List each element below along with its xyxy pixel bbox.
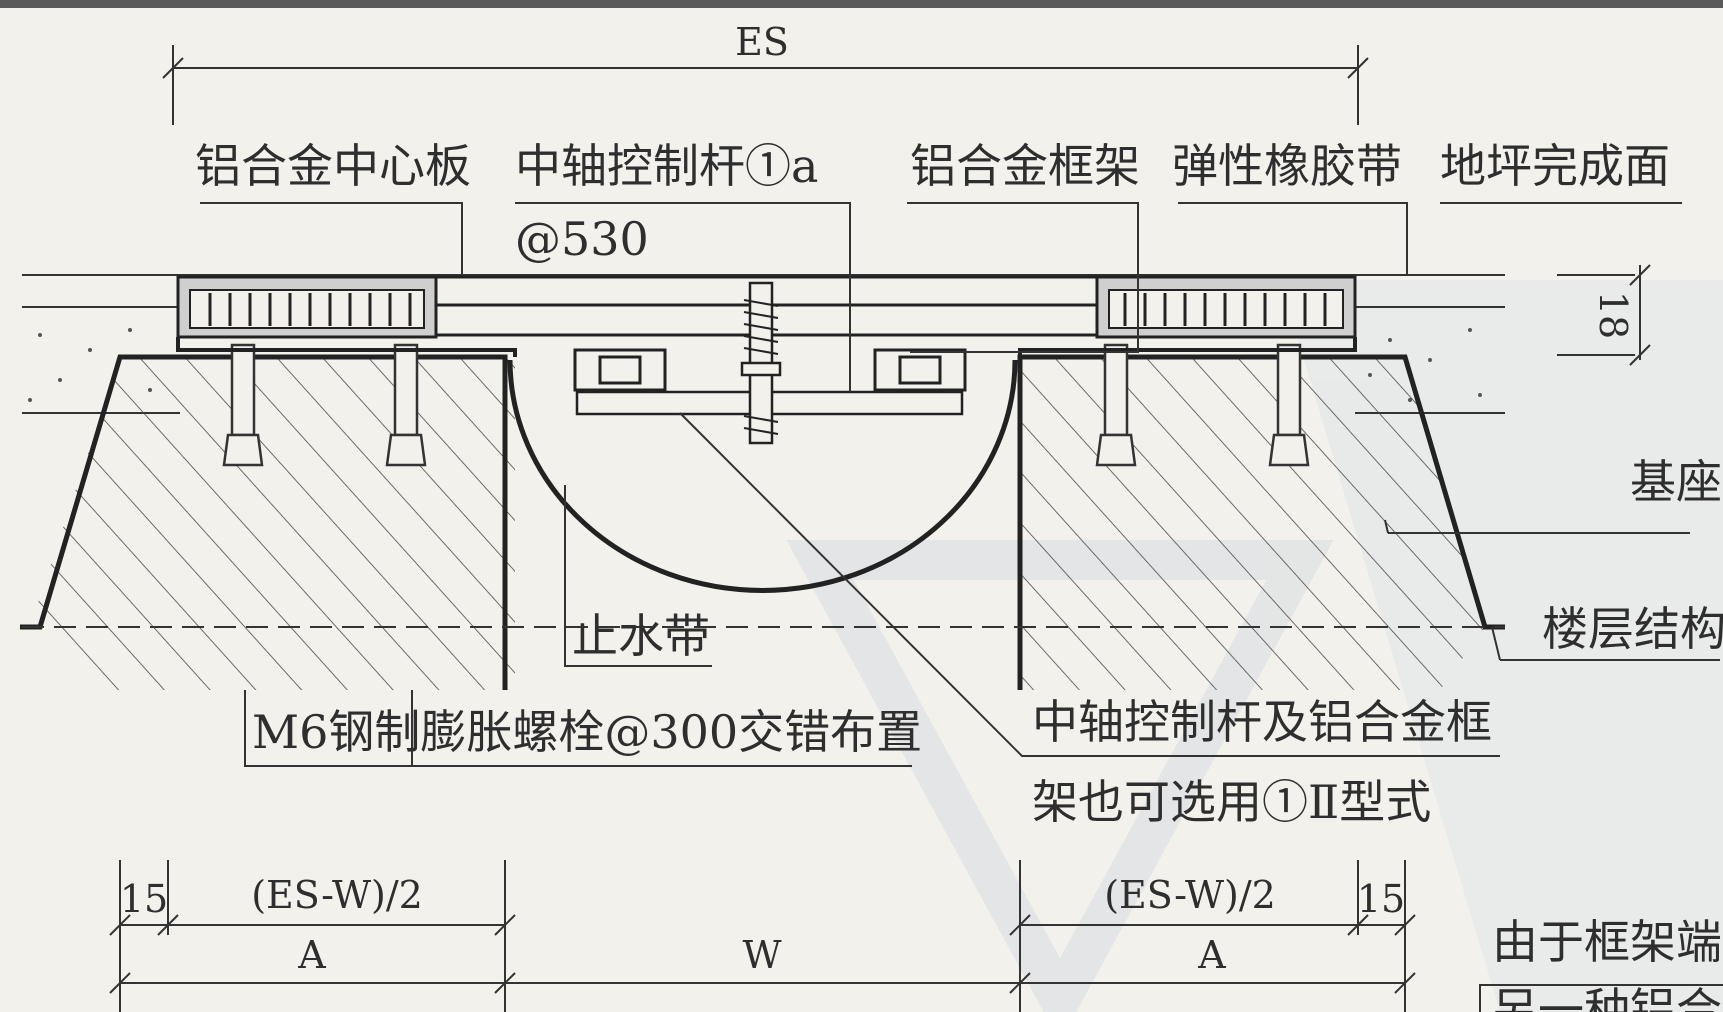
label-note-line2: 架也可选用①Ⅱ型式 [1032,775,1431,829]
label-dim-left-a: A [297,933,326,977]
label-floor-structure: 楼层结构 [1542,602,1723,656]
thickness-dimension [1557,264,1651,366]
label-base: 基座 [1630,455,1722,509]
label-note-line1: 中轴控制杆及铝合金框 [1032,695,1492,749]
water-stop [507,359,1018,593]
right-rubber-strip [1018,275,1357,357]
label-alu-frame: 铝合金框架 [910,139,1140,193]
aluminium-frame-right [873,348,967,392]
label-dim-left-half: (ES-W)/2 [251,873,423,917]
bottom-dimension-lines [109,860,1723,1012]
label-dim-right-a: A [1197,933,1226,977]
left-rubber-strip [176,275,517,357]
left-base-block [20,354,515,690]
anchor-bolts-left [222,343,427,467]
label-dim-w: W [742,933,781,977]
label-es-top: ES [735,20,789,64]
label-water-stop: 止水带 [572,609,710,663]
top-border [0,0,1723,8]
label-thickness: 18 [1591,291,1635,339]
label-footer-note-partial: 另一种铝合 [1492,983,1722,1012]
label-center-plate: 铝合金中心板 [195,139,471,193]
label-dim-right-15: 15 [1357,877,1405,921]
label-rubber-strip: 弹性橡胶带 [1172,139,1402,193]
label-footer-note: 由于框架端 [1492,915,1722,969]
label-dim-right-half: (ES-W)/2 [1104,873,1276,917]
label-floor-finish: 地坪完成面 [1440,139,1670,193]
label-anchor-bolt: M6钢制膨胀螺栓@300交错布置 [252,705,922,759]
anchor-bolts-right [1095,343,1310,467]
es-dimension [162,45,1369,125]
label-dim-left-15: 15 [120,877,168,921]
right-base-block [1017,354,1505,690]
text-labels: ES 铝合金中心板 中轴控制杆①a @530 铝合金框架 弹性橡胶带 地坪完成面… [120,20,1723,1012]
aluminium-frame-left [573,348,667,392]
label-control-rod-spacing: @530 [515,212,649,266]
label-control-rod: 中轴控制杆①a [515,139,818,193]
leader-lines [200,202,1720,767]
control-rod [575,281,964,445]
